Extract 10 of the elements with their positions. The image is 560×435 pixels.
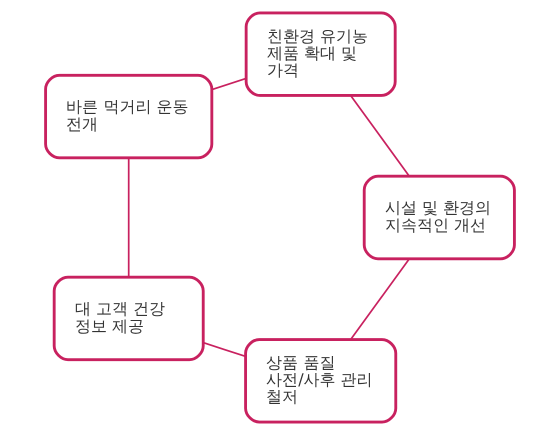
connector [212,78,246,90]
connector [128,158,130,278]
node-box: 시설 및 환경의 지속적인 개선 [362,174,516,260]
connector [203,342,246,358]
connector [350,95,410,176]
node-box: 상품 품질 사전/사후 관리 철저 [244,338,398,424]
node-box: 친환경 유기농 제품 확대 및 가격 [244,12,397,97]
connector [350,258,410,340]
node-box: 대 고객 건강 정보 제공 [52,276,205,362]
node-box: 바른 먹거리 운동 전개 [44,74,214,160]
